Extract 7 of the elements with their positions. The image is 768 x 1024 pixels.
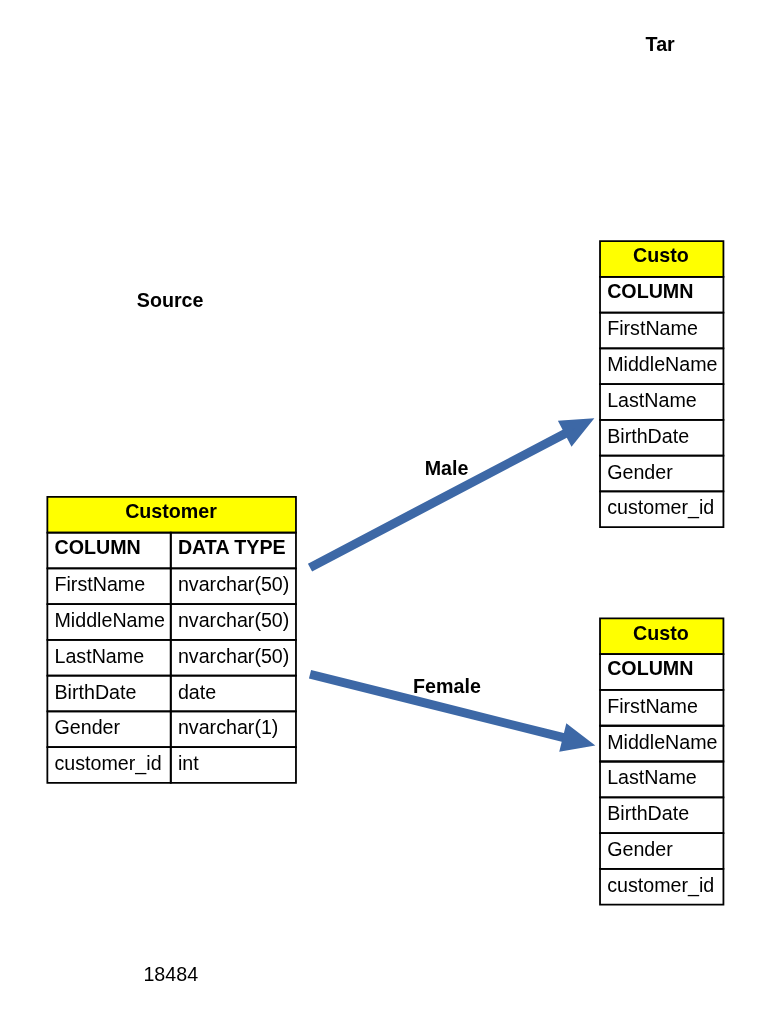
arrow [308, 669, 595, 752]
label: 18484 [142, 963, 198, 986]
arrow [307, 418, 594, 572]
edge-label: Female [412, 675, 481, 698]
label: Source [136, 288, 203, 311]
edge-label: Male [424, 456, 468, 479]
label: Tar [645, 33, 675, 56]
